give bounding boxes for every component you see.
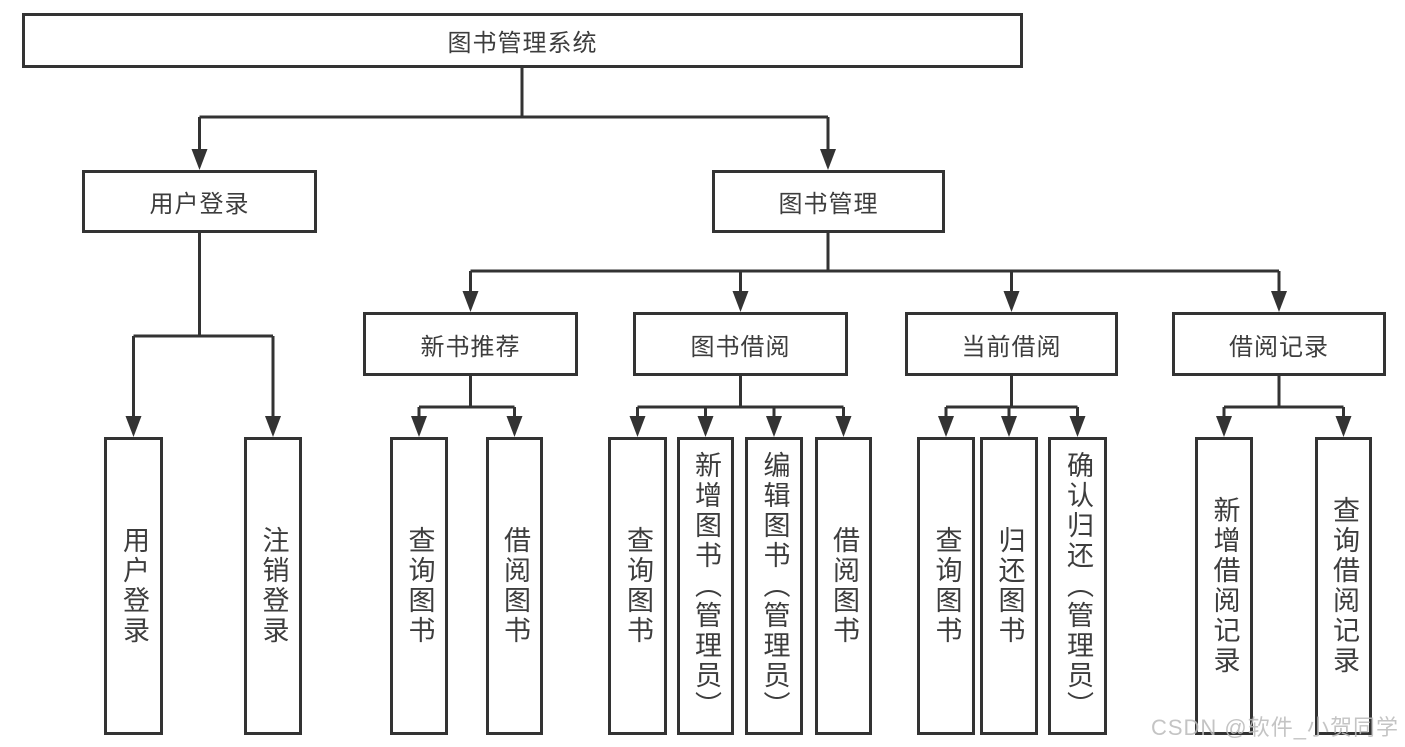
leaf-query-books-borrow: 查询图书 bbox=[608, 437, 667, 735]
leaf-add-borrow-record: 新增借阅记录 bbox=[1195, 437, 1253, 735]
leaf-add-books-admin: 新增图书（管理员） bbox=[677, 437, 734, 735]
leaf-user-login: 用户登录 bbox=[104, 437, 163, 735]
node-book-borrowing: 图书借阅 bbox=[633, 312, 848, 376]
leaf-confirm-return-admin: 确认归还（管理员） bbox=[1048, 437, 1107, 735]
csdn-watermark: CSDN @软件_小贺同学 bbox=[1150, 715, 1399, 740]
leaf-query-books-current: 查询图书 bbox=[917, 437, 975, 735]
node-new-book-recommend: 新书推荐 bbox=[363, 312, 578, 376]
leaf-return-books: 归还图书 bbox=[980, 437, 1038, 735]
node-library-system: 图书管理系统 bbox=[22, 13, 1023, 68]
leaf-borrow-books: 借阅图书 bbox=[815, 437, 872, 735]
node-book-management: 图书管理 bbox=[712, 170, 945, 233]
node-user-login: 用户登录 bbox=[82, 170, 317, 233]
leaf-borrow-books-recommend: 借阅图书 bbox=[486, 437, 543, 735]
node-current-borrowing: 当前借阅 bbox=[905, 312, 1118, 376]
leaf-edit-books-admin: 编辑图书（管理员） bbox=[745, 437, 803, 735]
leaf-query-borrow-record: 查询借阅记录 bbox=[1315, 437, 1372, 735]
leaf-query-books-recommend: 查询图书 bbox=[390, 437, 448, 735]
leaf-logout: 注销登录 bbox=[244, 437, 302, 735]
arrowheads bbox=[125, 149, 1352, 437]
node-borrowing-records: 借阅记录 bbox=[1172, 312, 1386, 376]
